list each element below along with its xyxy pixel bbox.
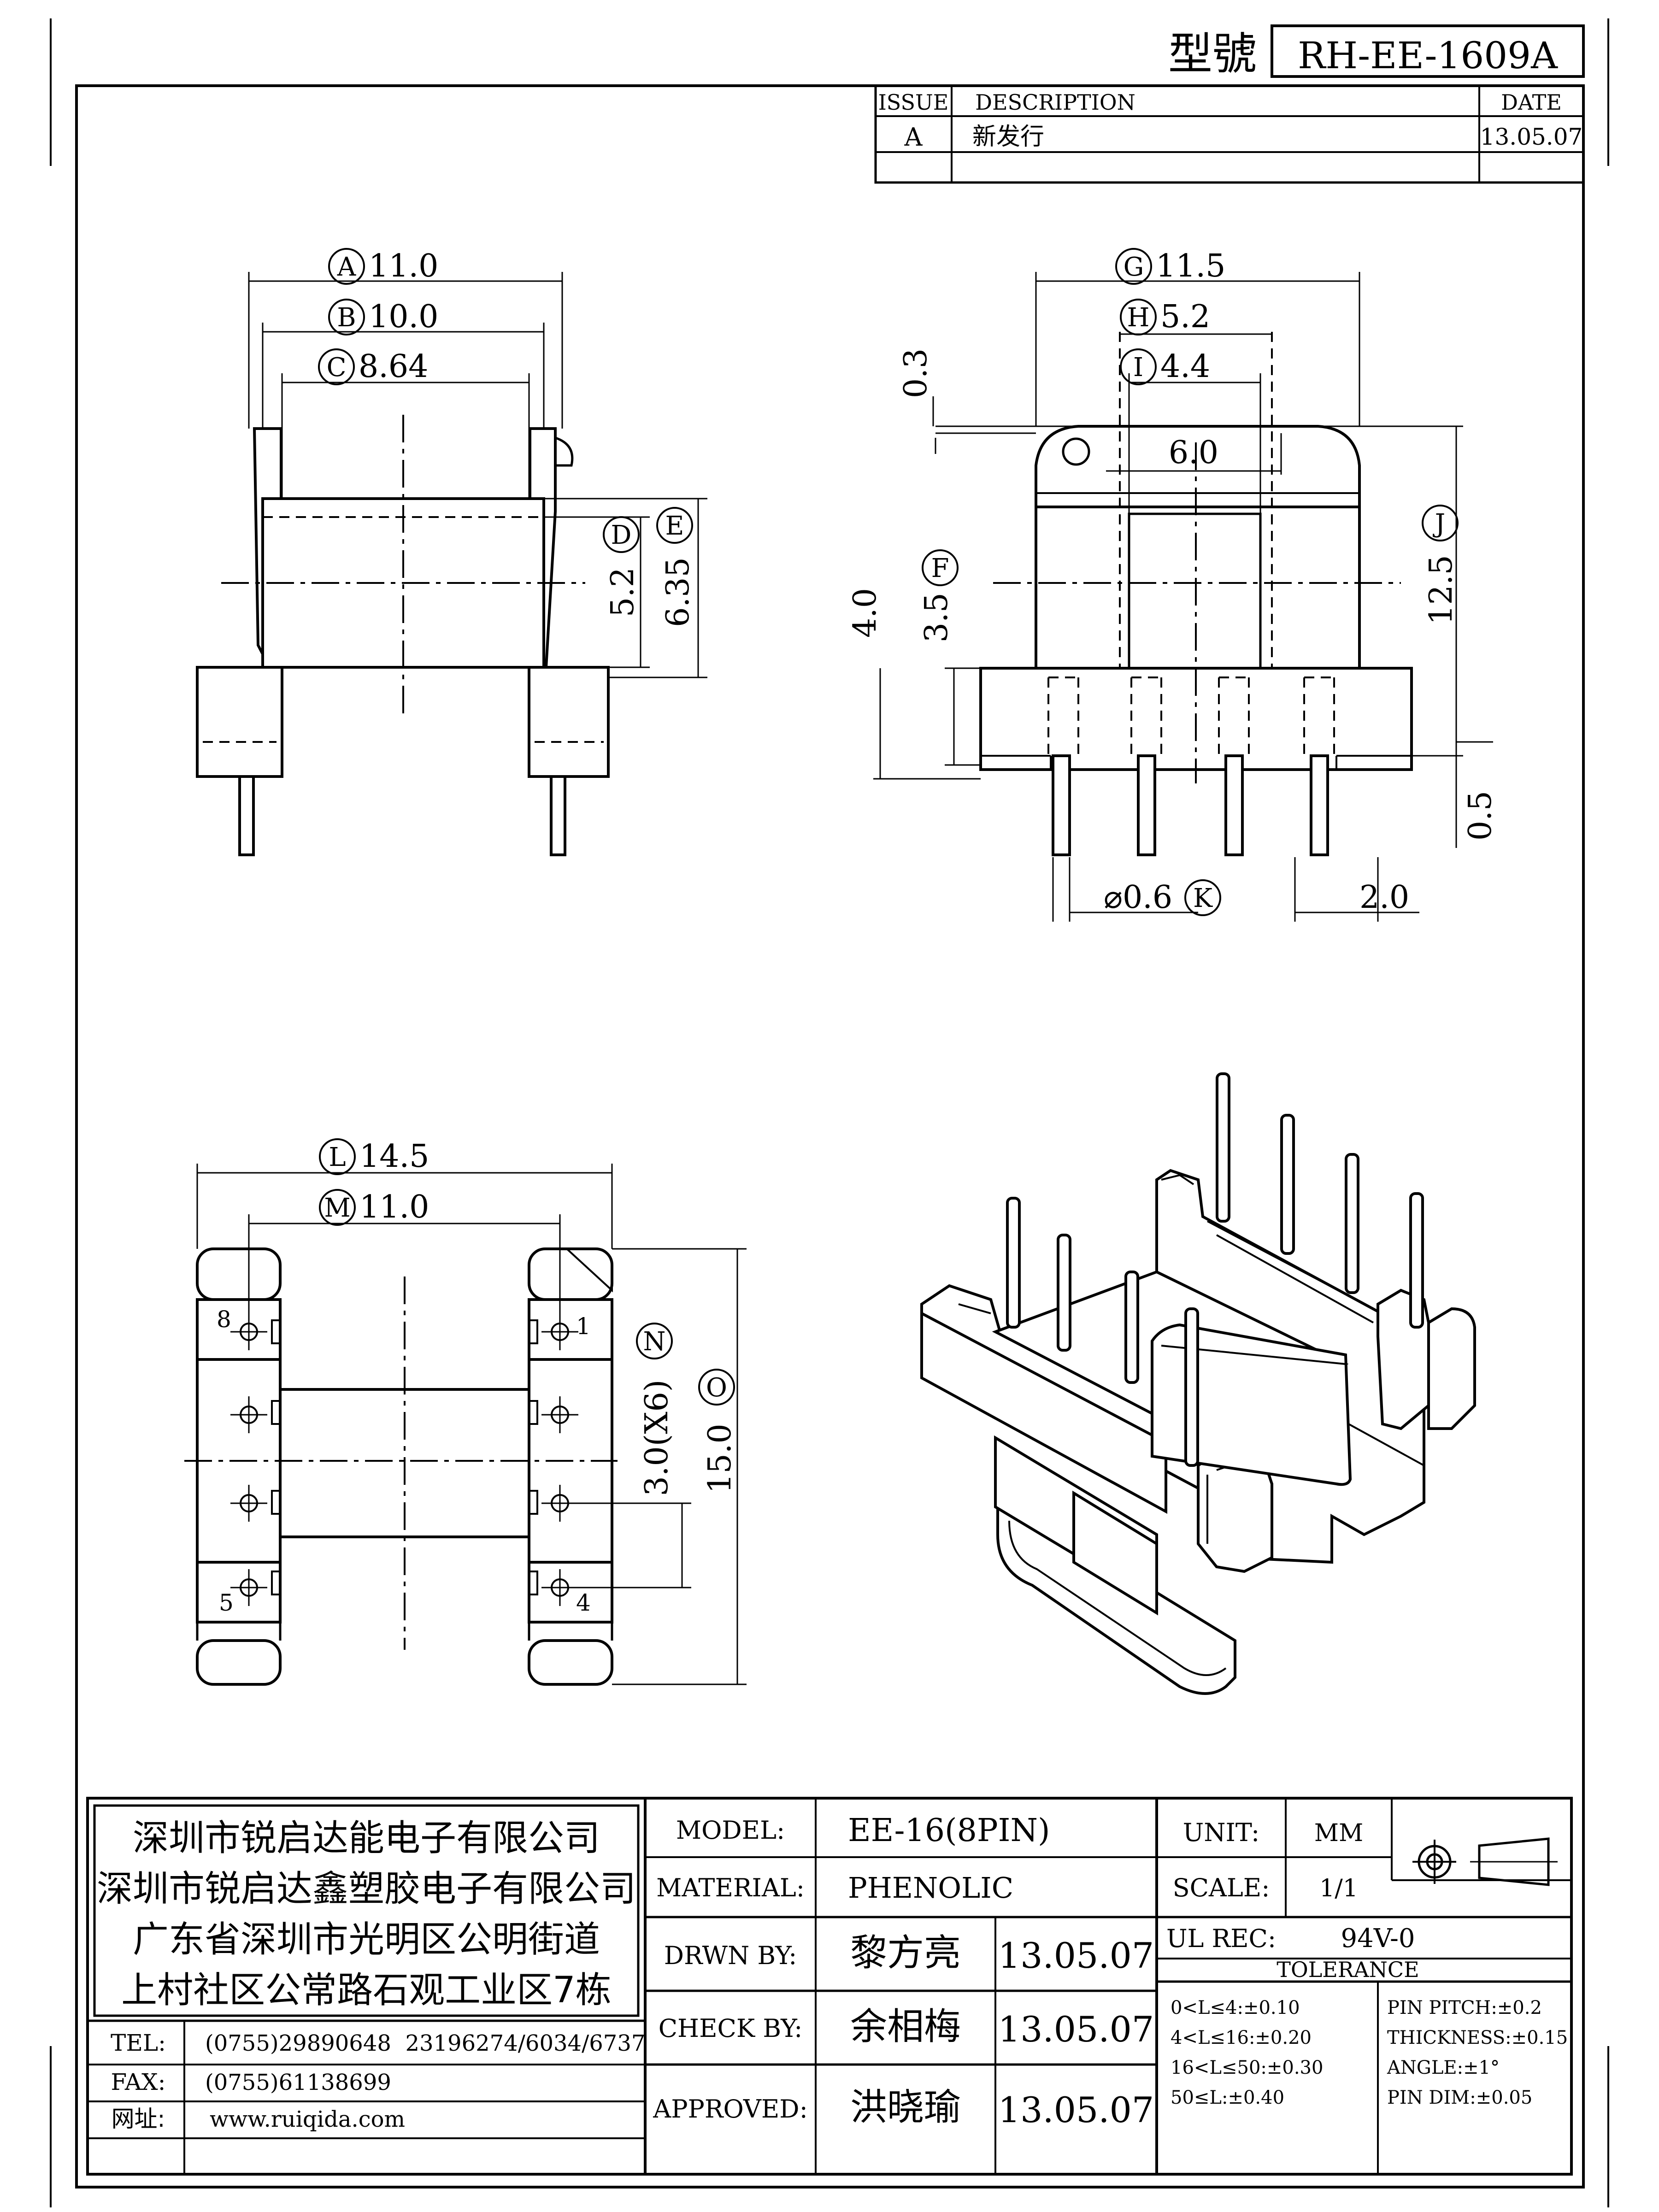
fax-label: FAX:: [111, 2069, 166, 2095]
projection-symbol-icon: [1412, 1837, 1558, 1886]
dim-n-value: 3.0(X6): [639, 1380, 675, 1496]
tolerance-right-1: PIN PITCH:±0.2: [1387, 1997, 1542, 2018]
sheet-frame: [50, 18, 1609, 2207]
revision-table: ISSUE DESCRIPTION DATE A 新发行 13.05.07: [874, 84, 1585, 184]
company-address-1: 广东省深圳市光明区公明街道: [133, 1919, 600, 1960]
tolerance-left-3: 16<L≤50:±0.30: [1171, 2057, 1323, 2078]
dim-m-value: 11.0: [359, 1189, 429, 1225]
dim-h-value: 5.2: [1160, 299, 1210, 335]
tel-label: TEL:: [111, 2030, 166, 2056]
pin-label-4: 4: [576, 1589, 591, 1616]
dim-letter-j: J: [1433, 509, 1445, 539]
dim-letter-l: L: [329, 1142, 346, 1172]
dim-letter-i: I: [1133, 353, 1143, 382]
drawn-by-name: 黎方亮: [850, 1931, 961, 1974]
drawn-by-label: DRWN BY:: [664, 1941, 797, 1970]
model-number-value: RH-EE-1609A: [1298, 34, 1558, 77]
dim-total-h-value: 4.0: [847, 588, 883, 638]
tolerance-right-4: PIN DIM:±0.05: [1387, 2087, 1532, 2108]
model-value: EE-16(8PIN): [848, 1812, 1050, 1849]
dim-letter-k: K: [1193, 883, 1213, 913]
rev-header-date: DATE: [1501, 90, 1562, 115]
dim-pin-offset-value: 0.5: [1462, 791, 1499, 841]
bottom-view: 1 4 5 8 L 14.5 M 11.0 N 3.0(X6) O 15.0: [184, 1138, 747, 1686]
ul-value: 94V-0: [1341, 1924, 1415, 1953]
dim-d-value: 5.2: [605, 567, 641, 617]
approved-date: 13.05.07: [998, 2089, 1154, 2130]
rev-date: 13.05.07: [1480, 124, 1583, 150]
fax-value: (0755)61138699: [205, 2070, 391, 2095]
tolerance-left-4: 50≤L:±0.40: [1171, 2087, 1284, 2108]
dim-letter-m: M: [324, 1193, 350, 1223]
tolerance-right-3: ANGLE:±1°: [1387, 2057, 1500, 2078]
scale-label: SCALE:: [1173, 1873, 1270, 1902]
approved-name: 洪晓瑜: [850, 2086, 961, 2129]
rev-issue: A: [904, 123, 923, 152]
pin-label-5: 5: [219, 1589, 234, 1616]
dim-letter-e: E: [665, 511, 684, 541]
website-value: www.ruiqida.com: [210, 2106, 405, 2132]
material-value: PHENOLIC: [848, 1871, 1013, 1905]
model-number-label: 型號: [1168, 28, 1257, 80]
dim-e-value: 6.35: [660, 557, 696, 627]
check-by-name: 余相梅: [850, 2005, 961, 2048]
side-view: G 11.5 H 5.2 I 4.4 0.3 6.0 4.0 F 3.5 J 1…: [847, 248, 1499, 922]
unit-value: MM: [1314, 1819, 1364, 1847]
title-block: 深圳市锐启达能电子有限公司 深圳市锐启达鑫塑胶电子有限公司 广东省深圳市光明区公…: [86, 1797, 1573, 2176]
material-label: MATERIAL:: [656, 1873, 805, 1902]
rev-description: 新发行: [972, 123, 1044, 151]
dim-l-value: 14.5: [359, 1138, 429, 1175]
dim-letter-a: A: [337, 252, 356, 282]
tolerance-left-1: 0<L≤4:±0.10: [1171, 1997, 1300, 2018]
tolerance-label: TOLERANCE: [1277, 1957, 1419, 1982]
dim-letter-n: N: [643, 1327, 666, 1357]
dim-letter-c: C: [327, 353, 347, 382]
tolerance-left-2: 4<L≤16:±0.20: [1171, 2027, 1312, 2048]
dim-k-value: ⌀0.6: [1104, 879, 1172, 916]
scale-value: 1/1: [1319, 1875, 1358, 1902]
dim-letter-g: G: [1124, 252, 1144, 282]
dim-i-value: 4.4: [1160, 348, 1210, 385]
tolerance-right-2: THICKNESS:±0.15: [1387, 2027, 1568, 2048]
rev-header-description: DESCRIPTION: [975, 90, 1135, 115]
model-label: MODEL:: [676, 1816, 785, 1845]
tel-value: (0755)29890648 23196274/6034/6737: [205, 2030, 645, 2056]
dim-o-value: 15.0: [702, 1424, 738, 1493]
dim-letter-h: H: [1127, 303, 1150, 333]
front-view: A 11.0 B 10.0 C 8.64 D 5.2 E 6.35: [196, 248, 707, 856]
dim-b-value: 10.0: [369, 299, 438, 335]
company-name-2: 深圳市锐启达鑫塑胶电子有限公司: [97, 1868, 636, 1910]
drawn-date: 13.05.07: [998, 1935, 1154, 1976]
dim-letter-f: F: [931, 553, 949, 583]
dim-g-value: 11.5: [1156, 248, 1225, 284]
pin-slot-markers: [271, 1319, 538, 1595]
check-date: 13.05.07: [998, 2009, 1154, 2050]
company-name-1: 深圳市锐启达能电子有限公司: [133, 1818, 600, 1859]
check-by-label: CHECK BY:: [659, 2014, 803, 2043]
dim-f-value: 3.5: [918, 593, 955, 642]
dim-slot-value: 6.0: [1169, 435, 1218, 471]
company-address-2: 上村社区公常路石观工业区7栋: [121, 1970, 612, 2011]
dim-top-gap-value: 0.3: [898, 348, 934, 398]
pin-label-1: 1: [576, 1313, 591, 1340]
approved-label: APPROVED:: [653, 2094, 808, 2124]
website-label: 网址:: [112, 2106, 165, 2132]
dim-letter-b: B: [337, 303, 356, 333]
rev-header-issue: ISSUE: [878, 90, 949, 115]
dim-a-value: 11.0: [369, 248, 438, 284]
dim-pitch-value: 2.0: [1359, 879, 1409, 916]
dim-j-value: 12.5: [1423, 555, 1459, 624]
iso-pins: [1006, 1072, 1424, 1467]
dim-c-value: 8.64: [359, 348, 428, 385]
dim-letter-d: D: [611, 520, 632, 550]
isometric-view: [920, 1072, 1476, 1695]
dim-letter-o: O: [706, 1373, 727, 1403]
pin-label-8: 8: [217, 1306, 231, 1333]
unit-label: UNIT:: [1183, 1818, 1259, 1847]
model-number-box: 型號 RH-EE-1609A: [1168, 24, 1585, 80]
ul-label: UL REC:: [1166, 1924, 1276, 1953]
